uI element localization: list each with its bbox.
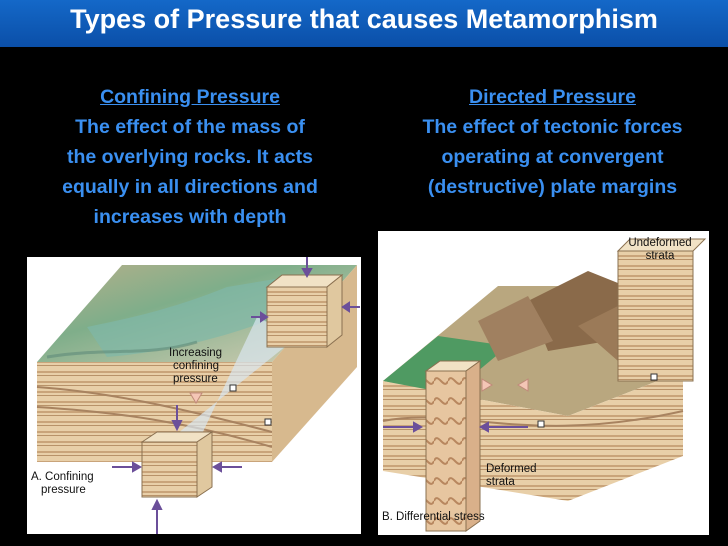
confining-line-3: equally in all directions and	[62, 176, 318, 198]
deformed-line-1: Deformed	[486, 463, 537, 475]
undeformed-line-1: Undeformed	[628, 237, 692, 249]
confining-line-1: The effect of the mass of	[75, 116, 305, 138]
directed-line-2: operating at convergent	[441, 146, 664, 168]
confining-caption-line-1: A. Confining	[31, 471, 94, 483]
directed-pressure-column: Directed Pressure The effect of tectonic…	[380, 82, 725, 202]
undeformed-line-2: strata	[645, 250, 675, 262]
confining-caption: A. Confining pressure	[31, 471, 94, 497]
directed-line-3: (destructive) plate margins	[427, 176, 678, 198]
slide-title: Types of Pressure that causes Metamorphi…	[70, 4, 658, 34]
directed-pressure-heading: Directed Pressure	[469, 86, 636, 108]
directed-diagram-art	[382, 238, 707, 532]
undeformed-strata-label: Undeformed strata	[628, 237, 692, 263]
deformed-strata-label: Deformed strata	[486, 463, 537, 489]
directed-caption: B. Differential stress	[382, 511, 485, 523]
directed-pressure-diagram: Undeformed strata Deformed strata B. Dif…	[378, 231, 709, 535]
deformed-line-2: strata	[486, 476, 515, 488]
increasing-line-1: Increasing	[169, 347, 223, 359]
confining-diagram-art	[36, 257, 360, 534]
confining-line-4: increases with depth	[93, 206, 287, 228]
confining-line-2: the overlying rocks. It acts	[66, 146, 313, 168]
directed-line-1: The effect of tectonic forces	[422, 116, 683, 138]
confining-pressure-column: Confining Pressure The effect of the mas…	[20, 82, 360, 232]
title-bar: Types of Pressure that causes Metamorphi…	[0, 0, 728, 47]
confining-pressure-heading: Confining Pressure	[100, 86, 280, 108]
confining-pressure-diagram: Increasing confining pressure A. Confini…	[27, 257, 361, 534]
increasing-line-2: confining	[173, 360, 220, 372]
confining-caption-line-2: pressure	[41, 484, 86, 496]
increasing-line-3: pressure	[173, 373, 218, 385]
increasing-pressure-label: Increasing confining pressure	[169, 347, 222, 386]
